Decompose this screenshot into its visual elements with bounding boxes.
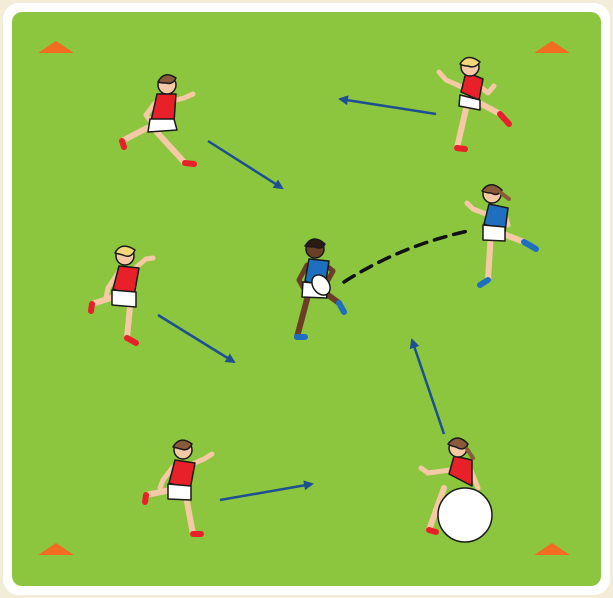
blue-ball-carrier — [294, 238, 347, 340]
cone-bottom-left — [38, 543, 74, 555]
red-player-on-ball — [418, 437, 493, 543]
cone-top-left — [38, 41, 74, 53]
movement-arrows — [157, 95, 446, 502]
arrow-middle-left-runner — [157, 313, 236, 364]
cone-bottom-right — [534, 543, 570, 555]
rugby-ball — [311, 274, 331, 296]
cones — [38, 41, 570, 555]
arrow-from-ball-player — [409, 338, 446, 435]
red-runner-bottom-left — [142, 439, 215, 537]
arrow-top-right-runner — [338, 95, 437, 116]
pass-line — [342, 229, 470, 284]
red-runner-top-left — [119, 74, 197, 167]
blue-passer — [464, 184, 539, 288]
red-runner-middle-left — [88, 245, 156, 346]
exercise-ball — [437, 487, 493, 543]
arrow-top-left-runner — [207, 139, 284, 190]
arrow-bottom-left-runner — [219, 480, 314, 502]
cone-top-right — [534, 41, 570, 53]
red-runner-top-right — [436, 56, 512, 152]
